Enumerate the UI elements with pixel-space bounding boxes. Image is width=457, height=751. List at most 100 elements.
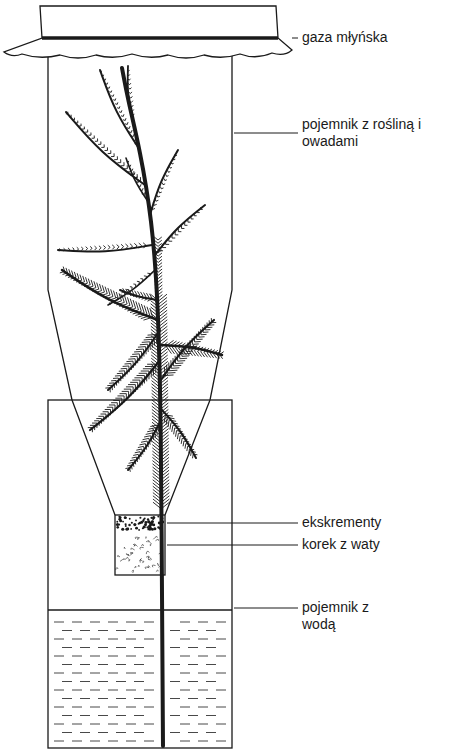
needle	[128, 366, 129, 372]
excrement-dot	[119, 516, 121, 518]
needle	[159, 291, 163, 294]
needle	[151, 345, 159, 352]
cork-fibre	[152, 565, 155, 567]
water-dash	[144, 639, 154, 640]
needle	[169, 341, 176, 346]
needle	[102, 285, 104, 292]
needle	[158, 272, 162, 275]
water-dash	[108, 673, 118, 674]
needle	[72, 271, 74, 276]
needle	[152, 448, 160, 455]
needle	[142, 279, 143, 282]
water-dash	[170, 732, 180, 733]
needle	[151, 317, 159, 324]
cork-fibre	[116, 568, 118, 570]
water-dash	[54, 673, 64, 674]
needle	[79, 282, 85, 284]
needle	[132, 173, 134, 175]
excrement-dot	[130, 528, 132, 530]
water-dash	[180, 639, 190, 640]
needle	[130, 294, 133, 296]
needle	[76, 280, 82, 282]
needle	[74, 272, 76, 277]
needle	[66, 268, 68, 273]
needle	[161, 461, 169, 468]
excrement-dot	[125, 525, 127, 527]
needle	[110, 303, 111, 305]
needle	[151, 297, 159, 304]
needle	[111, 156, 114, 157]
needle	[173, 158, 175, 160]
excrement-dot	[118, 524, 120, 526]
needle	[153, 477, 161, 484]
needle	[108, 245, 110, 247]
needle	[95, 141, 98, 142]
needle	[188, 348, 195, 349]
excrement-dot	[122, 521, 124, 523]
needle	[152, 416, 160, 423]
needle	[181, 438, 183, 443]
needle	[203, 332, 208, 333]
needle	[153, 473, 161, 480]
needle	[59, 250, 60, 252]
needle	[154, 247, 158, 250]
needle	[133, 462, 135, 466]
water-dash	[54, 622, 64, 623]
needle	[167, 418, 174, 419]
needle	[151, 369, 152, 377]
cork-fibres	[116, 516, 164, 573]
water-dash	[198, 690, 208, 691]
needle	[152, 387, 160, 394]
needle	[158, 191, 160, 193]
needle	[142, 193, 145, 195]
needle	[184, 223, 185, 226]
needle	[168, 363, 170, 371]
needle	[152, 461, 160, 468]
needle	[141, 441, 147, 442]
excrement-dot	[140, 521, 143, 524]
needle	[113, 291, 115, 298]
needle	[159, 355, 167, 362]
excrement-dot	[144, 526, 146, 528]
needle	[112, 247, 114, 249]
needle	[92, 138, 95, 139]
label-holder: pojemnik z rośliną i owadami	[302, 116, 442, 150]
cork-fibre	[125, 557, 128, 559]
needle	[122, 391, 129, 392]
needle	[107, 407, 113, 408]
water-dash	[198, 707, 208, 708]
needle	[151, 326, 159, 333]
water-dash	[144, 741, 154, 742]
water-dash	[54, 741, 64, 742]
water-dash	[198, 656, 208, 657]
needle	[107, 385, 112, 386]
needle	[163, 183, 165, 185]
water-dash	[62, 664, 72, 665]
excrement-dot	[139, 517, 141, 519]
water-dash	[90, 673, 100, 674]
cork-fibre	[140, 547, 144, 549]
needle	[161, 499, 169, 506]
needle	[130, 105, 132, 107]
needle	[123, 119, 125, 121]
water-dash	[62, 681, 72, 682]
needle	[68, 249, 69, 251]
needle	[108, 412, 109, 418]
needle	[134, 460, 136, 465]
water-dash	[170, 715, 180, 716]
needle	[162, 183, 164, 185]
needle	[63, 273, 68, 275]
needle	[152, 429, 160, 436]
water-dash	[90, 690, 100, 691]
needle	[126, 368, 127, 374]
needle	[158, 266, 162, 269]
needle	[160, 387, 168, 394]
needle	[160, 397, 168, 404]
needle	[141, 371, 149, 372]
water-dash	[206, 698, 216, 699]
water-dash	[216, 707, 226, 708]
needle	[132, 457, 137, 458]
needle	[161, 489, 169, 496]
needle	[99, 421, 100, 426]
needle	[121, 165, 124, 166]
